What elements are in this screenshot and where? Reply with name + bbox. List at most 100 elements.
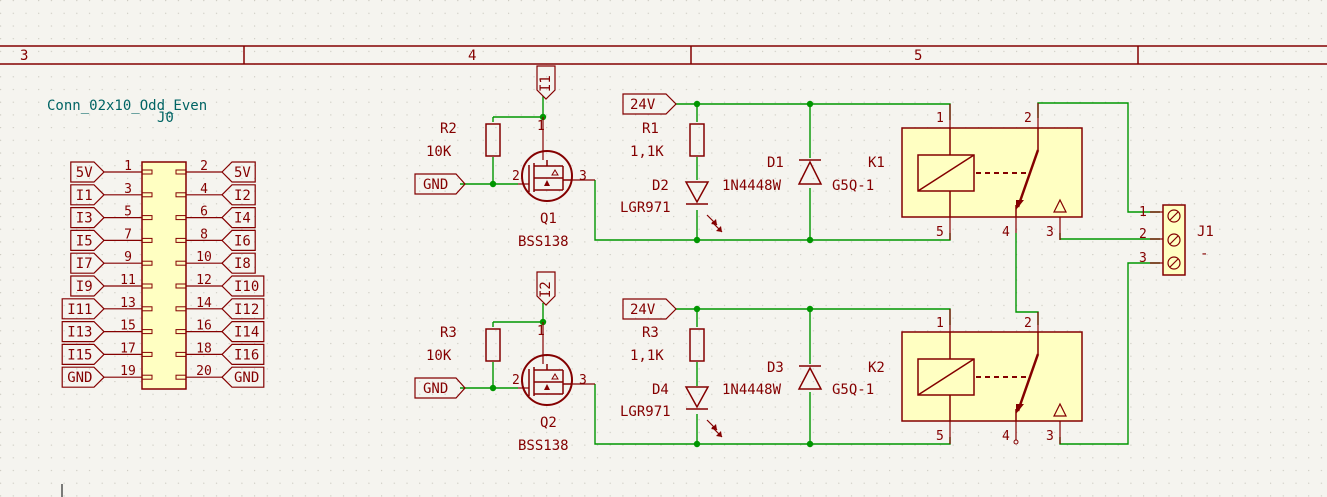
d2-ref: D2 — [652, 178, 669, 194]
j0-pin-number: 12 — [196, 273, 212, 288]
j1-value: - — [1200, 246, 1208, 262]
j0-pin-4[interactable]: I24 — [175, 182, 256, 206]
j0-pin-20[interactable]: GND 20 — [175, 364, 265, 388]
j0-pin-2[interactable]: 5V2 — [175, 159, 256, 183]
net-label-gnd-2[interactable]: GND — [414, 377, 466, 399]
relay-k2[interactable]: 1 2 3 4 5 K2 G5Q-1 — [832, 309, 1083, 445]
q1-pin-1: 1 — [537, 119, 545, 134]
j0-pin-number: 11 — [120, 273, 136, 288]
j0-net-label: I16 — [234, 347, 259, 363]
mosfet-q2[interactable]: 1 2 3 Q2 BSS138 — [512, 322, 595, 454]
d2-value: LGR971 — [620, 200, 671, 216]
j0-net-label: I7 — [76, 256, 93, 272]
channel-1: I1 GND 24V R2 10K — [414, 65, 1160, 325]
q2-pin-2: 2 — [512, 373, 520, 388]
j0-net-label: I4 — [234, 211, 251, 227]
j0-pin-7[interactable]: I5 7 — [70, 227, 153, 251]
j0-pin-12[interactable]: I10 12 — [175, 273, 265, 297]
j0-net-label: I5 — [76, 233, 93, 249]
q1-pin-2: 2 — [512, 169, 520, 184]
r3-gate-value: 10K — [426, 348, 452, 364]
net-label-i1-text: I1 — [538, 75, 554, 92]
net-label-i2-text: I2 — [538, 281, 554, 298]
diode-d3[interactable]: D3 1N4448W — [722, 360, 823, 398]
q1-ref: Q1 — [540, 211, 557, 227]
net-label-24v-2[interactable]: 24V — [622, 298, 677, 320]
j0-net-label: 5V — [234, 165, 251, 181]
net-label-24v-1[interactable]: 24V — [622, 93, 677, 115]
j0-net-label: I15 — [67, 347, 92, 363]
j1-pin-2: 2 — [1139, 227, 1147, 242]
diode-d1[interactable]: D1 1N4448W — [722, 155, 823, 194]
j0-pin-number: 5 — [124, 205, 132, 220]
channel-2: I2 GND 24V R3 10K — [414, 262, 1160, 454]
j0-net-label: I9 — [76, 279, 93, 295]
d1-ref: D1 — [767, 155, 784, 171]
j0-pin-number: 17 — [120, 341, 136, 356]
j0-net-label: GND — [234, 370, 259, 386]
screw-icon — [1167, 209, 1181, 223]
k2-pin-5: 5 — [936, 429, 944, 444]
terminal-block-j1[interactable]: 1 2 3 J1 - — [1139, 204, 1214, 276]
net-label-gnd-1-text: GND — [423, 177, 448, 193]
r2-value: 10K — [426, 144, 452, 160]
r1-value: 1,1K — [630, 144, 664, 160]
k2-pin-3: 3 — [1046, 429, 1054, 444]
border-column-3: 3 — [20, 48, 28, 64]
mosfet-q1[interactable]: 1 2 3 Q1 BSS138 — [512, 117, 595, 250]
resistor-r1[interactable]: R1 1,1K — [630, 121, 705, 160]
k2-ref: K2 — [868, 360, 885, 376]
j0-pin-17[interactable]: I15 17 — [61, 341, 153, 365]
j0-pin-number: 20 — [196, 364, 212, 379]
k2-pin-2: 2 — [1024, 316, 1032, 331]
screw-icon — [1167, 256, 1181, 270]
r1-ref: R1 — [642, 121, 659, 137]
j1-ref: J1 — [1197, 224, 1214, 240]
k1-pin-4: 4 — [1002, 225, 1010, 240]
j0-pin-number: 13 — [120, 296, 136, 311]
led-d4[interactable]: D4 LGR971 — [620, 382, 723, 438]
sheet-border: 3 4 5 — [0, 45, 1327, 65]
j0-pin-number: 7 — [124, 227, 132, 242]
q2-ref: Q2 — [540, 415, 557, 431]
border-column-5: 5 — [914, 48, 922, 64]
j0-pin-8[interactable]: I68 — [175, 227, 256, 251]
j0-pin-number: 4 — [200, 182, 208, 197]
relay-k1[interactable]: 1 2 3 4 5 K1 G5Q-1 — [832, 103, 1083, 240]
k2-pin-4: 4 — [1002, 429, 1010, 444]
k1-pin-1: 1 — [936, 111, 944, 126]
j0-pin-6[interactable]: I4 6 — [175, 205, 256, 229]
resistor-r2[interactable]: R2 10K — [426, 121, 501, 160]
net-label-i1[interactable]: I1 — [536, 65, 556, 100]
resistor-r3-led[interactable]: R3 1,1K — [630, 325, 705, 364]
net-label-24v-1-text: 24V — [630, 97, 656, 113]
j0-pin-11[interactable]: I9 11 — [70, 273, 153, 297]
j0-pin-number: 6 — [200, 205, 208, 220]
j0-net-label: I10 — [234, 279, 259, 295]
j0-pin-number: 15 — [120, 319, 136, 334]
net-label-i2[interactable]: I2 — [536, 271, 556, 306]
j0-pin-number: 3 — [124, 182, 132, 197]
q2-pin-3: 3 — [579, 373, 587, 388]
j1-pin-3: 3 — [1139, 251, 1147, 266]
resistor-r3-gate[interactable]: R3 10K — [426, 325, 501, 364]
j0-net-label: 5V — [76, 165, 93, 181]
led-d2[interactable]: D2 LGR971 — [620, 178, 723, 233]
q2-pin-1: 1 — [537, 324, 545, 339]
k1-pin-2: 2 — [1024, 111, 1032, 126]
net-label-gnd-1[interactable]: GND — [414, 173, 466, 195]
